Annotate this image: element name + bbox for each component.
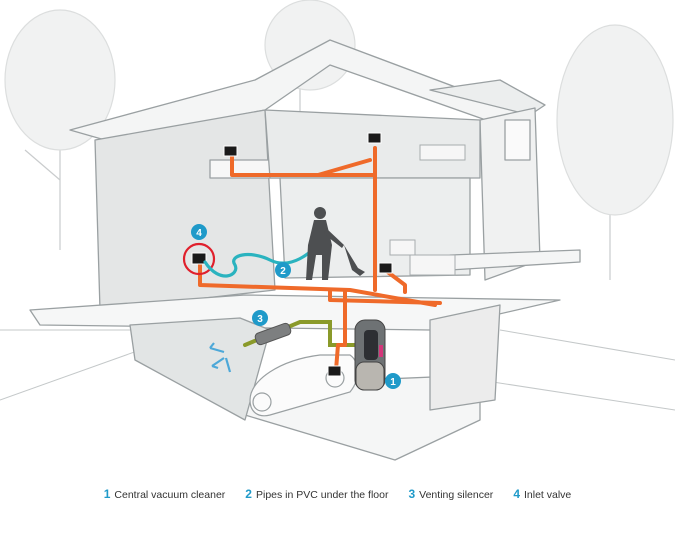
legend-label: Inlet valve (524, 489, 572, 501)
furniture (389, 144, 466, 276)
legend-label: Central vacuum cleaner (114, 489, 226, 501)
vacuum-canister (355, 361, 385, 391)
legend-item-central-vacuum: 1 Central vacuum cleaner (104, 487, 226, 501)
roof-right (429, 79, 546, 116)
background-trees (4, 0, 674, 280)
pvc-pipes (198, 146, 442, 372)
legend-item-venting-silencer: 3 Venting silencer (408, 487, 493, 501)
legend-number: 4 (513, 487, 520, 501)
legend-number: 3 (408, 487, 416, 501)
table (389, 239, 416, 256)
callout-1-label: 1 (390, 377, 396, 388)
basement-pit (129, 317, 271, 421)
inlet-valve-upper-left (223, 145, 238, 157)
legend: 1 Central vacuum cleaner 2 Pipes in PVC … (0, 487, 675, 509)
basement-right-wall (429, 304, 501, 411)
vacuum-accent (379, 345, 383, 357)
legend-number: 1 (103, 487, 111, 501)
central-vacuum-unit (354, 319, 386, 391)
legend-item-inlet-valve: 4 Inlet valve (513, 487, 571, 501)
vacuum-panel (364, 330, 378, 360)
tree-left (4, 9, 116, 250)
legend-number: 2 (245, 487, 252, 501)
callout-3-label: 3 (257, 314, 263, 325)
legend-label: Pipes in PVC under the floor (255, 489, 389, 501)
callout-4-label: 4 (196, 228, 202, 239)
person-vacuuming (306, 207, 365, 280)
tree-right (556, 24, 674, 280)
silencer-body (254, 322, 292, 346)
callouts: 1 2 3 4 (191, 224, 401, 389)
callout-3: 3 (252, 310, 268, 326)
inlet-valve-ground (378, 262, 393, 274)
upper-left-wall (94, 109, 276, 311)
inlet-valve-highlight-ring (182, 242, 216, 276)
callout-1: 1 (385, 373, 401, 389)
window-upper-right (504, 119, 531, 161)
sofa (409, 254, 456, 276)
inlet-valve-highlighted (191, 252, 207, 265)
inlet-valve-upper-right (367, 132, 382, 144)
callout-2-label: 2 (280, 266, 286, 277)
legend-label: Venting silencer (419, 489, 494, 501)
legend-item-pvc-pipes: 2 Pipes in PVC under the floor (245, 487, 388, 501)
callout-2: 2 (275, 262, 291, 278)
vent-arrows-icon (209, 342, 232, 373)
vacuum-hose (203, 233, 330, 278)
interior-back-wall (264, 109, 481, 179)
inlet-valves (191, 132, 393, 377)
inlet-valve-basement (327, 365, 342, 377)
bed (419, 144, 466, 161)
callout-4: 4 (191, 224, 207, 240)
